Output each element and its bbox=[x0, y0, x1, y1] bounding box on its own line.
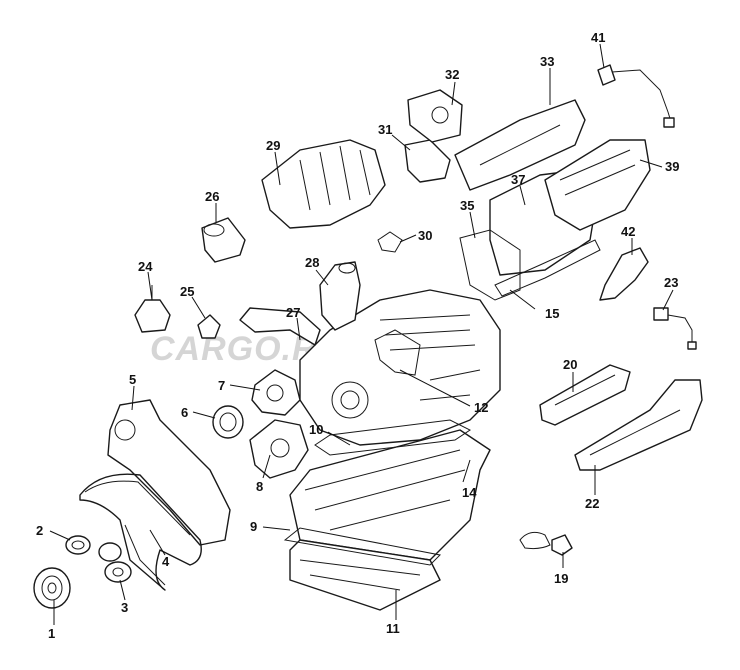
callout-2: 2 bbox=[36, 523, 43, 538]
timing-belt bbox=[79, 473, 202, 591]
callout-5: 5 bbox=[129, 372, 136, 387]
callout-30: 30 bbox=[418, 228, 432, 243]
callout-19: 19 bbox=[554, 571, 568, 586]
oil-pan-lower bbox=[289, 539, 441, 611]
callout-27: 27 bbox=[286, 305, 300, 320]
oil-pan-gasket-upper bbox=[314, 419, 471, 456]
throttle-body bbox=[404, 139, 451, 183]
timing-cover bbox=[107, 399, 231, 546]
crank-pulley bbox=[33, 567, 71, 609]
callout-3: 3 bbox=[121, 600, 128, 615]
callout-37: 37 bbox=[511, 172, 525, 187]
oil-pressure-sensor bbox=[134, 285, 171, 333]
callout-24: 24 bbox=[138, 259, 153, 274]
callout-labels: 1 2 3 4 5 6 7 8 9 10 11 12 14 15 19 20 2… bbox=[36, 30, 679, 641]
exhaust-heat-shield bbox=[539, 364, 631, 426]
leader-lines bbox=[49, 43, 674, 625]
water-pump bbox=[251, 369, 301, 416]
callout-10: 10 bbox=[309, 422, 323, 437]
idler-pulley bbox=[212, 405, 244, 439]
callout-11: 11 bbox=[386, 621, 400, 636]
callout-6: 6 bbox=[181, 405, 188, 420]
callout-14: 14 bbox=[462, 485, 477, 500]
valve-cover-gasket bbox=[459, 229, 521, 301]
throttle-valve bbox=[407, 89, 463, 143]
callout-33: 33 bbox=[540, 54, 554, 69]
callout-8: 8 bbox=[256, 479, 263, 494]
cylinder-head-gasket bbox=[374, 329, 421, 376]
oil-pan-upper bbox=[289, 429, 491, 561]
coolant-pipe bbox=[239, 307, 321, 346]
crankshaft-sensor bbox=[519, 531, 573, 556]
thermostat-gasket bbox=[377, 231, 403, 253]
callout-4: 4 bbox=[162, 554, 170, 569]
parts-layer bbox=[33, 64, 703, 611]
exhaust-manifold bbox=[574, 379, 703, 471]
callout-31: 31 bbox=[378, 122, 392, 137]
callout-1: 1 bbox=[48, 626, 55, 641]
belt-tensioner bbox=[98, 542, 132, 583]
callout-15: 15 bbox=[545, 306, 559, 321]
callout-41: 41 bbox=[591, 30, 605, 45]
callout-20: 20 bbox=[563, 357, 577, 372]
callout-26: 26 bbox=[205, 189, 219, 204]
upper-intake-plenum bbox=[454, 99, 586, 191]
front-seal bbox=[65, 535, 91, 555]
callout-28: 28 bbox=[305, 255, 319, 270]
knock-sensor bbox=[197, 314, 221, 339]
oil-filter bbox=[201, 217, 246, 263]
callout-29: 29 bbox=[266, 138, 280, 153]
valve-cover-gasket-right bbox=[494, 239, 601, 297]
callout-7: 7 bbox=[218, 378, 225, 393]
callout-25: 25 bbox=[180, 284, 194, 299]
ignition-coil bbox=[599, 247, 649, 301]
valve-cover-right bbox=[544, 139, 651, 231]
oxygen-sensor bbox=[597, 64, 675, 128]
callout-39: 39 bbox=[665, 159, 679, 174]
oil-pan-gasket bbox=[283, 527, 442, 566]
engine-block bbox=[299, 289, 501, 446]
callout-9: 9 bbox=[250, 519, 257, 534]
callout-22: 22 bbox=[585, 496, 599, 511]
intake-manifold bbox=[261, 139, 386, 229]
callout-23: 23 bbox=[664, 275, 678, 290]
callout-12: 12 bbox=[474, 400, 488, 415]
coolant-housing bbox=[249, 419, 309, 479]
callout-35: 35 bbox=[460, 198, 474, 213]
callout-32: 32 bbox=[445, 67, 459, 82]
callout-42: 42 bbox=[621, 224, 635, 239]
camshaft-sensor bbox=[653, 307, 697, 350]
water-outlet bbox=[319, 261, 361, 331]
